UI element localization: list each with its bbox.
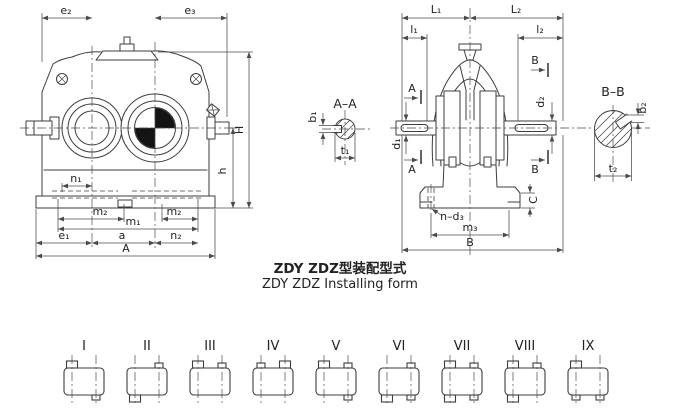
- drawing-title-cn: ZDY ZDZ型装配型式: [273, 261, 407, 277]
- dimension-lines: [36, 15, 252, 259]
- gearbox-body: [378, 367, 420, 396]
- section-mark-label-A-bottom: A: [408, 163, 416, 176]
- section-a-title: A–A: [333, 96, 357, 111]
- installing-form-7: VII: [441, 339, 483, 404]
- dim-label-L1: L₁: [431, 3, 442, 16]
- installing-form-numeral: VI: [393, 339, 406, 354]
- dim-label-m1: m₁: [125, 215, 140, 228]
- section-b-b: B–B b₂ t₂: [594, 84, 649, 184]
- eye-bolt-left: [56, 73, 68, 85]
- installing-form-numeral: II: [143, 339, 151, 354]
- dim-label-a: a: [119, 229, 126, 242]
- installing-form-numeral: IV: [267, 339, 280, 354]
- installing-form-8: VIII: [504, 339, 546, 404]
- gearbox-body: [315, 367, 357, 396]
- front-view-dimensions: e₂ e₃ H h n₁ m₂ m₂ m₁ e₁ a n₂ A: [35, 4, 253, 259]
- gearbox-body: [63, 367, 105, 396]
- breather-plug-base: [119, 43, 135, 52]
- dim-label-C: C: [527, 196, 540, 204]
- dim-label-h: h: [216, 167, 229, 174]
- dim-label-m2-left: m₂: [92, 205, 107, 218]
- installing-form-5: V: [315, 339, 357, 404]
- front-view: e₂ e₃ H h n₁ m₂ m₂ m₁ e₁ a n₂ A: [20, 4, 253, 259]
- section-marks: [404, 63, 549, 164]
- dim-label-t1: t₁: [341, 144, 350, 157]
- oil-plug: [206, 103, 220, 117]
- drawing-title-en: ZDY ZDZ Installing form: [262, 277, 418, 292]
- extension-lines: [401, 13, 564, 253]
- dim-label-t2: t₂: [609, 162, 618, 175]
- dim-label-d1: d₁: [390, 138, 403, 149]
- dim-label-B-width: B: [466, 236, 474, 249]
- section-mark-label-B-bottom: B: [531, 163, 539, 176]
- dim-label-n-d3: n–d₃: [440, 210, 464, 223]
- installing-form-2: II: [126, 339, 168, 404]
- side-view: L₁ L₂ l₁ l₂ d₂ d₁ A A B B C n–d₃ m₃ B: [390, 3, 650, 256]
- mounting-hole-hidden: [427, 188, 435, 208]
- center-mark-quadrant: [154, 107, 176, 129]
- installing-form-6: VI: [378, 339, 420, 404]
- center-mark-quadrant: [134, 127, 156, 149]
- installing-form-numeral: VII: [454, 339, 471, 354]
- section-mark-label-A-top: A: [408, 82, 416, 95]
- installing-form-numeral: I: [82, 339, 86, 354]
- gearbox-body: [567, 367, 609, 396]
- drawing-caption: ZDY ZDZ型装配型式 ZDY ZDZ Installing form: [225, 261, 455, 293]
- installing-form-numeral: IX: [582, 339, 595, 354]
- front-view-centerlines: [20, 42, 234, 248]
- dim-label-n2: n₂: [170, 229, 181, 242]
- gearbox-body: [441, 367, 483, 396]
- dim-label-d2: d₂: [534, 96, 547, 107]
- installing-form-numeral: III: [204, 339, 216, 354]
- dim-label-l1: l₁: [410, 23, 417, 36]
- dim-label-m2-right: m₂: [166, 205, 181, 218]
- breather-plug: [123, 36, 131, 45]
- section-mark-label-B-top: B: [531, 54, 539, 67]
- gearbox-body: [189, 367, 231, 396]
- side-view-dimensions: L₁ L₂ l₁ l₂ d₂ d₁ A A B B C n–d₃ m₃ B: [390, 3, 564, 253]
- extension-lines: [35, 13, 253, 259]
- dim-label-e1: e₁: [58, 229, 69, 242]
- dim-label-l2: l₂: [536, 23, 543, 36]
- eye-bolt-right: [190, 73, 202, 85]
- dim-label-H: H: [233, 126, 246, 134]
- gearbox-body: [252, 367, 294, 396]
- dim-label-n1: n₁: [70, 172, 81, 185]
- dim-label-e3: e₃: [184, 4, 195, 17]
- installing-form-numeral: V: [332, 339, 341, 354]
- mounting-slot-hidden-lines: [52, 190, 202, 199]
- installing-form-1: I: [63, 339, 105, 404]
- gearbox-body: [504, 367, 546, 396]
- dimension-lines: [402, 15, 563, 253]
- installing-form-4: IV: [252, 339, 294, 404]
- installing-form-9: IX: [567, 339, 609, 404]
- section-b-dim-lines: [594, 103, 644, 181]
- installing-form-3: III: [189, 339, 231, 404]
- section-b-title: B–B: [601, 84, 624, 99]
- installing-form-numeral: VIII: [515, 339, 535, 354]
- dim-label-e2: e₂: [60, 4, 71, 17]
- base-center-tab: [117, 199, 133, 208]
- gearbox-body: [126, 367, 168, 396]
- dim-label-A: A: [122, 242, 130, 255]
- keyway: [615, 113, 633, 130]
- pedestal-base: [419, 156, 521, 212]
- dim-label-b1: b₁: [306, 111, 319, 122]
- section-a-a: A–A b₁ t₁: [306, 96, 372, 165]
- dim-label-b2: b₂: [636, 102, 649, 113]
- gearbox-housing: [35, 36, 220, 209]
- dim-label-m3: m₃: [462, 221, 477, 234]
- section-a-dim-lines: [319, 113, 356, 162]
- dim-label-L2: L₂: [511, 3, 522, 16]
- inspection-cover: [95, 50, 159, 61]
